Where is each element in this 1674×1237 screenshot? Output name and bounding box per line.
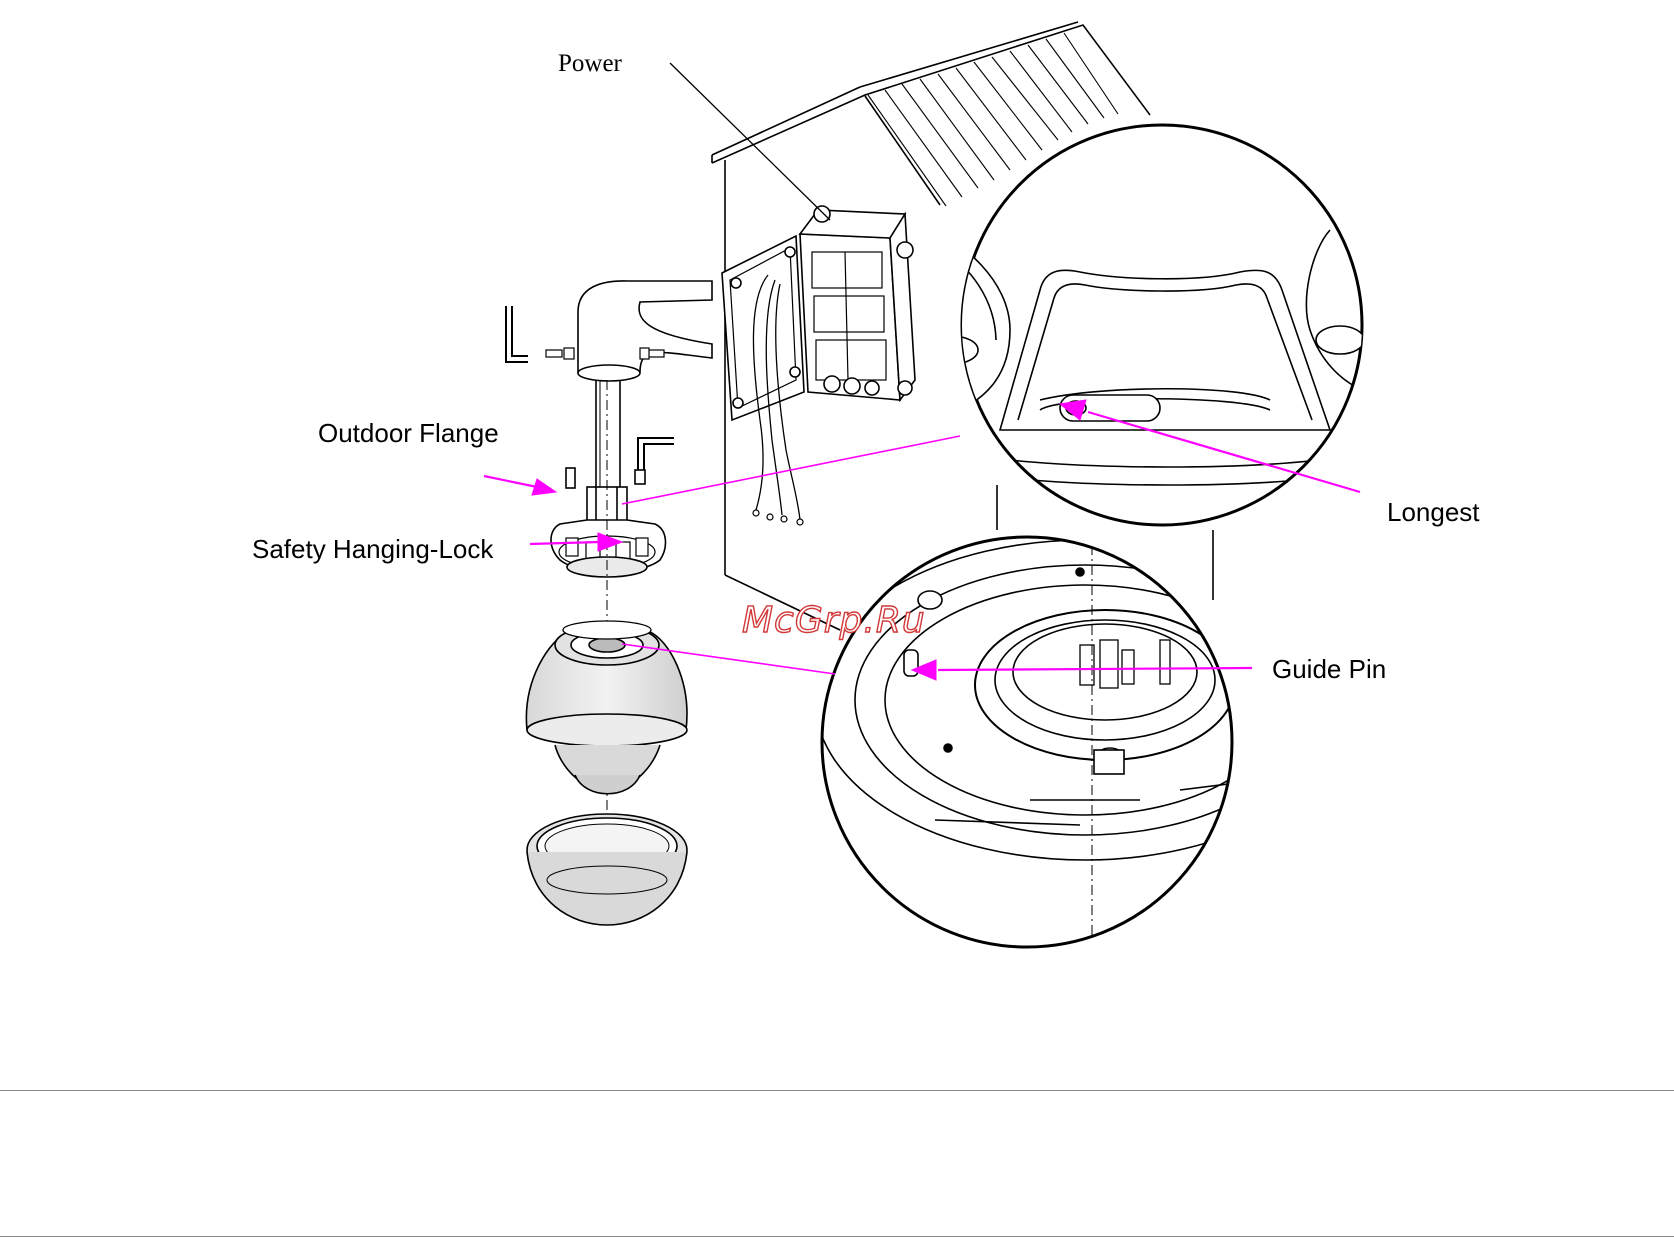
flange-zoom-leader: [622, 436, 960, 504]
outdoor-flange-arrow: [484, 476, 537, 487]
power-label: Power: [558, 50, 622, 78]
watermark: McGrp.Ru: [742, 600, 926, 641]
outdoor-flange: [551, 487, 665, 577]
power-leader: [670, 63, 830, 220]
page-divider-top: [0, 1090, 1674, 1091]
longest-label: Longest: [1387, 497, 1480, 528]
guide-pin-label: Guide Pin: [1272, 654, 1386, 685]
outdoor-flange-label: Outdoor Flange: [318, 418, 499, 449]
bubble-cover: [527, 814, 687, 925]
outdoor-flange-arrowhead: [532, 479, 556, 495]
safety-hanging-lock-label: Safety Hanging-Lock: [252, 534, 493, 565]
wall-bracket: [506, 281, 712, 488]
zoom-circle-flange: [926, 125, 1364, 525]
camera-dome: [526, 621, 687, 794]
junction-box: [722, 206, 915, 525]
zoom-circle-camera: [815, 537, 1355, 947]
